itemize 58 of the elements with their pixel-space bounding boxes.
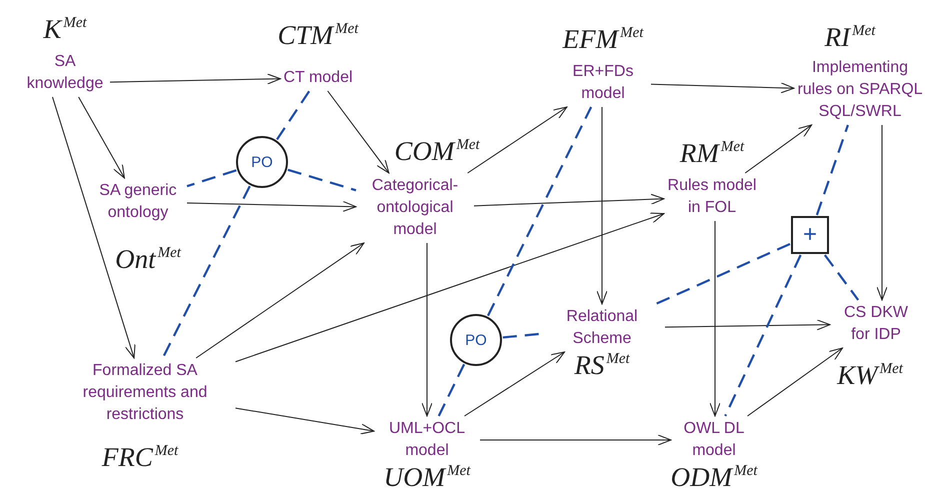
dashed-connector <box>288 168 356 192</box>
operator-square: + <box>791 216 829 254</box>
arrow <box>474 194 664 206</box>
symbol-label: RM$^{Met}$ <box>680 138 744 170</box>
symbol-label: FRC$^{Met}$ <box>102 442 178 474</box>
arrow <box>196 242 364 358</box>
arrow <box>650 82 794 94</box>
node-text: UML+OCL model <box>388 419 466 461</box>
arrow <box>876 124 888 300</box>
symbol-label: K$^{Met}$ <box>43 14 87 46</box>
node-text: Implementing rules on SPARQL SQL/SWRL <box>797 58 923 122</box>
arrow <box>467 106 568 174</box>
node-text: Relational Scheme <box>565 307 639 349</box>
arrow <box>186 200 356 212</box>
dashed-connector <box>816 124 849 216</box>
node-text: ER+FDs model <box>572 62 634 104</box>
symbol-label: Ont$^{Met}$ <box>115 244 181 276</box>
dashed-connector <box>162 186 251 358</box>
dashed-connector <box>186 169 237 188</box>
symbol-label: RI$^{Met}$ <box>824 22 876 54</box>
node-text: SA knowledge <box>26 52 104 94</box>
arrow <box>596 106 608 304</box>
node-text: CT model <box>283 68 353 88</box>
symbol-label: CTM$^{Met}$ <box>278 20 358 52</box>
node-text: OWL DL model <box>682 419 746 461</box>
operator-circle: PO <box>236 136 288 188</box>
arrow <box>747 348 843 416</box>
arrow <box>664 319 830 330</box>
node-text: Formalized SA requirements and restrictions <box>82 361 208 425</box>
arrow <box>744 124 812 174</box>
arrow <box>710 220 720 416</box>
arrow <box>52 96 136 358</box>
arrow <box>422 242 432 416</box>
dashed-connector <box>438 364 466 416</box>
arrow <box>235 212 664 362</box>
dashed-connector <box>724 254 802 416</box>
arrow <box>480 434 672 446</box>
symbol-label: COM$^{Met}$ <box>394 136 480 168</box>
symbol-label: KW$^{Met}$ <box>837 360 903 392</box>
operator-circle: PO <box>450 314 502 366</box>
node-text: CS DKW for IDP <box>843 303 909 345</box>
dashed-connector <box>502 332 540 339</box>
node-text: SA generic ontology <box>98 181 178 223</box>
node-text: Categorical-ontological model <box>370 176 460 240</box>
symbol-label: ODM$^{Met}$ <box>670 462 758 494</box>
arrow <box>464 352 565 416</box>
symbol-label: UOM$^{Met}$ <box>384 462 470 494</box>
dashed-connector <box>276 90 310 140</box>
arrow <box>327 90 390 174</box>
dashed-connector <box>486 106 592 316</box>
arrow <box>78 96 125 178</box>
symbol-label: EFM$^{Met}$ <box>562 24 644 56</box>
dashed-connector <box>655 242 790 305</box>
dashed-connector <box>824 254 860 301</box>
arrow <box>235 408 374 434</box>
node-text: Rules model in FOL <box>667 176 757 218</box>
symbol-label: RS$^{Met}$ <box>574 350 630 382</box>
arrow <box>110 74 281 84</box>
